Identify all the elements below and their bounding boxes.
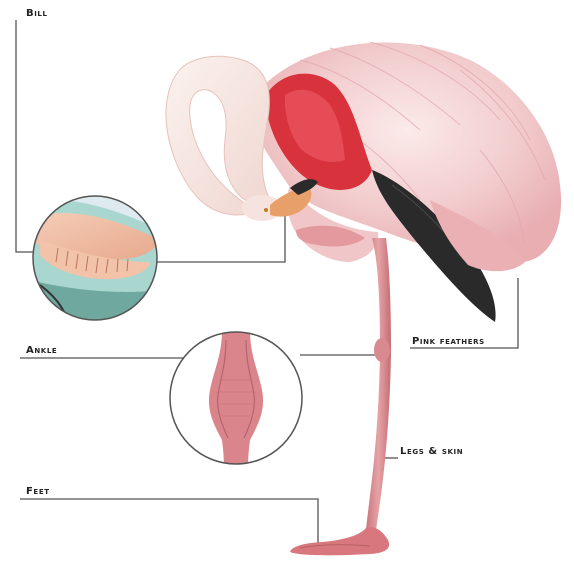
ankle-label: Ankle xyxy=(26,345,57,356)
flamingo-body xyxy=(252,42,561,322)
legs-skin-label: Legs & skin xyxy=(400,446,463,457)
bill-label: Bill xyxy=(26,8,48,19)
flamingo-leg xyxy=(366,238,391,530)
feet-label: Feet xyxy=(26,486,50,497)
flamingo-foot xyxy=(290,527,389,555)
pink-feathers-label: Pink feathers xyxy=(412,336,485,347)
feet-leader-line xyxy=(20,499,318,545)
bill-leader-line xyxy=(16,20,35,252)
ankle-zoom-inset xyxy=(170,330,302,470)
bill-zoom-inset xyxy=(28,196,160,325)
leg-ankle-joint xyxy=(374,338,390,362)
